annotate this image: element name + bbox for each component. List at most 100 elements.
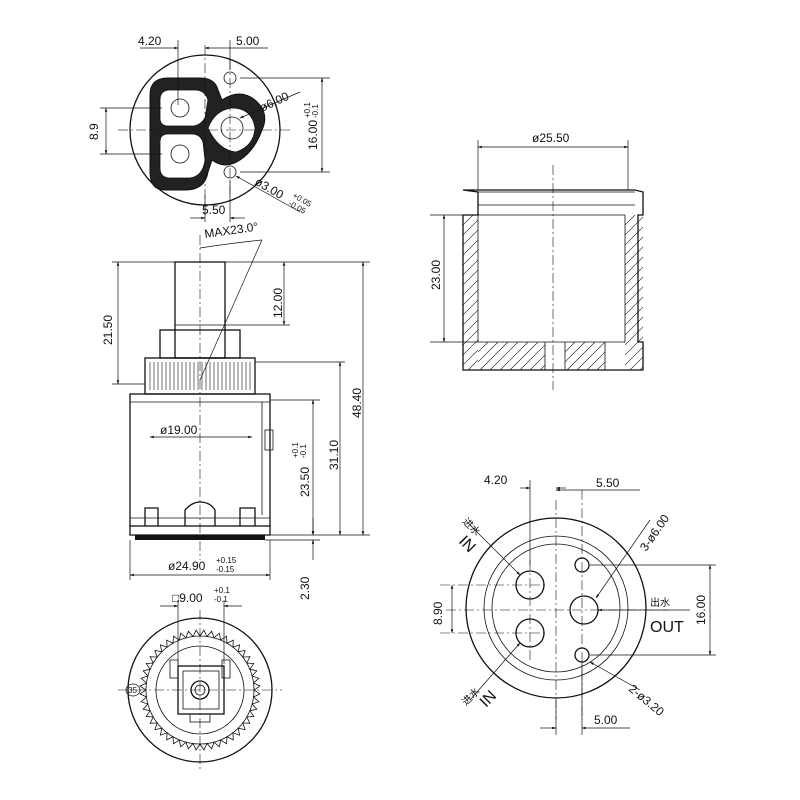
side-dim-21-50: 21.50 — [101, 315, 115, 345]
hatch-line — [680, 215, 800, 370]
label-out-en: OUT — [650, 619, 684, 636]
hatch-line — [566, 342, 596, 370]
hatch-line — [770, 215, 800, 370]
hatch-region — [565, 342, 645, 370]
hatch-line — [629, 356, 643, 370]
hatch-line — [508, 215, 663, 370]
top-dim-16-tol-lower: -0.1 — [311, 104, 320, 118]
top-view: 4.20 5.00 8.9 16.00 +0.1 -0.1 ø6.00 ø3.0… — [87, 34, 330, 222]
hatch-line — [780, 215, 800, 370]
hatch-line — [625, 336, 643, 356]
hatch-region — [478, 342, 598, 370]
port-dim-8-90: 8.90 — [431, 601, 445, 625]
side-dim-23-50-tol-lower: -0.1 — [299, 444, 308, 458]
hatch-line — [588, 215, 743, 370]
hatch-line — [625, 276, 643, 296]
stem-mark: 35 — [128, 686, 137, 695]
hatch-line — [625, 266, 643, 286]
top-dim-4-20: 4.20 — [138, 34, 162, 48]
hatch-line — [625, 286, 643, 306]
top-dim-16: 16.00 — [306, 120, 320, 150]
side-dim-2-30: 2.30 — [298, 576, 312, 600]
label-out-cn: 出水 — [650, 596, 670, 609]
top-dim-5-50: 5.50 — [202, 203, 226, 217]
side-dim-phi24-90-tol-upper: +0.15 — [216, 556, 237, 565]
hatch-line — [586, 351, 605, 370]
hatch-line — [608, 215, 763, 370]
side-dim-23-50-tol-upper: +0.1 — [291, 442, 300, 458]
hatch-line — [548, 215, 703, 370]
hatch-line — [578, 215, 733, 370]
hatch-line — [617, 342, 645, 370]
hatch-line — [618, 215, 773, 370]
hatch-line — [463, 219, 478, 236]
hatch-line — [478, 342, 479, 343]
hatch-line — [463, 239, 478, 256]
hatch-line — [625, 226, 643, 246]
stem-dim-square-tol-lower: -0.1 — [214, 595, 228, 604]
side-view: MAX23.0° 21.50 12.00 48.40 31.10 23.50 +… — [101, 220, 370, 600]
hatch-line — [463, 299, 478, 316]
stem-view: □9.00 +0.1 -0.1 35 — [118, 586, 282, 770]
inlet-port-lower — [159, 133, 206, 179]
hatch-line — [463, 249, 478, 266]
hatch-line — [565, 342, 586, 363]
hatch-line — [488, 215, 643, 370]
hatch-line — [463, 259, 478, 276]
hatch-line — [498, 215, 653, 370]
hatch-line — [660, 215, 800, 370]
hatch-line — [478, 342, 499, 363]
hatch-line — [560, 342, 588, 370]
hatch-line — [463, 215, 474, 226]
side-dim-phi19: ø19.00 — [160, 423, 198, 437]
hatch-line — [463, 279, 478, 296]
port-dim-4-20: 4.20 — [484, 473, 508, 487]
housing-dim-23-00: 23.00 — [429, 260, 443, 290]
hatch-line — [463, 289, 478, 306]
hatch-line — [760, 215, 800, 370]
hatch-line — [598, 215, 753, 370]
hatch-line — [538, 215, 693, 370]
port-circle-c — [220, 116, 244, 140]
housing-hatching — [463, 215, 800, 370]
label-in-top-cn: 进水 — [460, 516, 483, 539]
hatch-line — [576, 342, 605, 370]
side-dim-31-10: 31.10 — [327, 440, 341, 470]
hatch-line — [720, 215, 800, 370]
top-dim-phi6: ø6.00 — [257, 89, 291, 115]
hatch-line — [639, 366, 643, 370]
hatch-line — [463, 339, 478, 356]
hatch-line — [628, 215, 783, 370]
side-dim-phi24-90: ø24.90 — [168, 559, 206, 573]
hatch-line — [625, 296, 643, 316]
hatch-region — [625, 215, 800, 370]
hatch-line — [550, 342, 578, 370]
port-dim-16-00: 16.00 — [694, 595, 708, 625]
housing-section: ø25.50 23.00 — [429, 131, 800, 390]
side-dim-23-50: 23.50 — [298, 467, 312, 497]
port-dim-3-phi6: 3-ø6.00 — [637, 512, 672, 554]
hatch-line — [570, 342, 598, 370]
hatch-line — [730, 215, 800, 370]
hatch-line — [565, 342, 576, 353]
side-dim-48-40: 48.40 — [350, 388, 364, 418]
hatch-line — [463, 319, 478, 336]
hatch-line — [790, 215, 800, 370]
hatch-line — [489, 342, 519, 370]
port-circle-a — [170, 98, 190, 118]
hatch-line — [477, 369, 478, 370]
port-dim-5-00: 5.00 — [594, 713, 618, 727]
hatch-line — [463, 309, 478, 326]
inlet-port-upper — [159, 89, 209, 127]
hatch-line — [467, 359, 478, 370]
hatch-line — [529, 354, 545, 370]
side-dim-12-00: 12.00 — [271, 288, 285, 318]
hatch-line — [650, 215, 800, 370]
hatch-line — [519, 344, 545, 370]
hatch-line — [568, 215, 723, 370]
hatch-line — [700, 215, 800, 370]
hatch-line — [740, 215, 800, 370]
hatch-line — [625, 236, 643, 256]
side-dim-max-angle: MAX23.0° — [203, 220, 259, 241]
hatch-line — [463, 215, 464, 216]
